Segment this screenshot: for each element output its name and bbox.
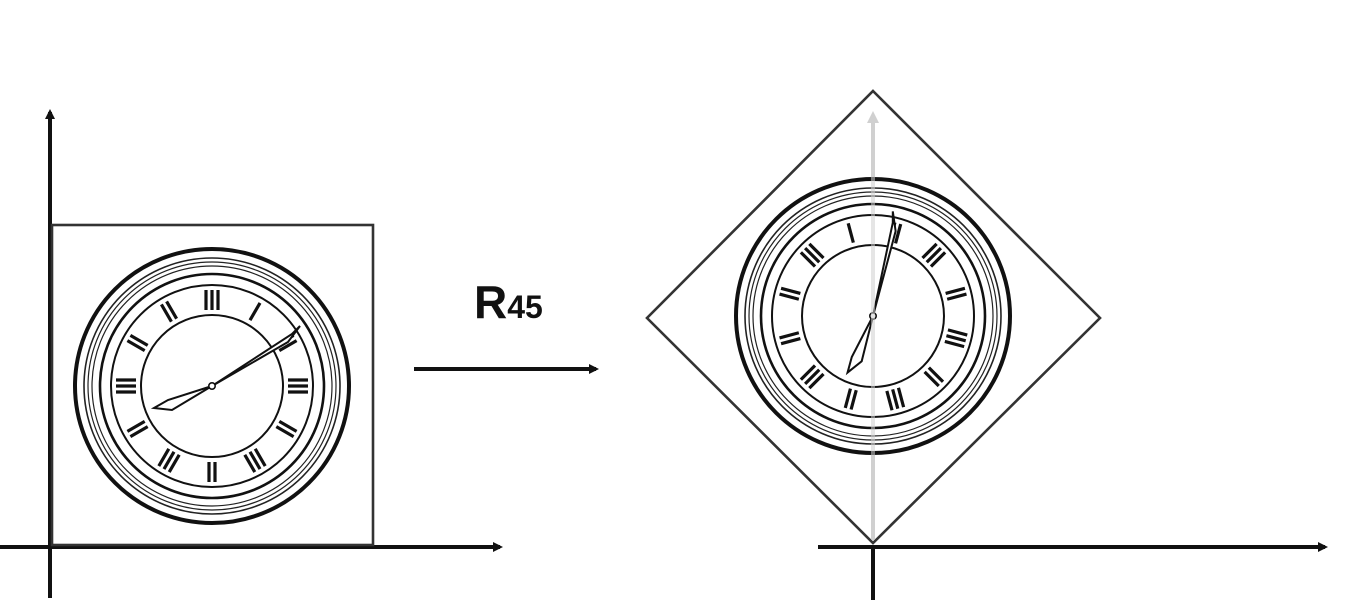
transform-arrow-group: R45 <box>414 276 599 374</box>
rotated-square-frame <box>645 89 1102 545</box>
square-frame-left <box>50 223 375 547</box>
rotation-label: R45 <box>474 276 543 328</box>
clock-icon <box>73 247 351 525</box>
rotated-figure <box>645 89 1328 600</box>
original-figure <box>0 109 503 598</box>
